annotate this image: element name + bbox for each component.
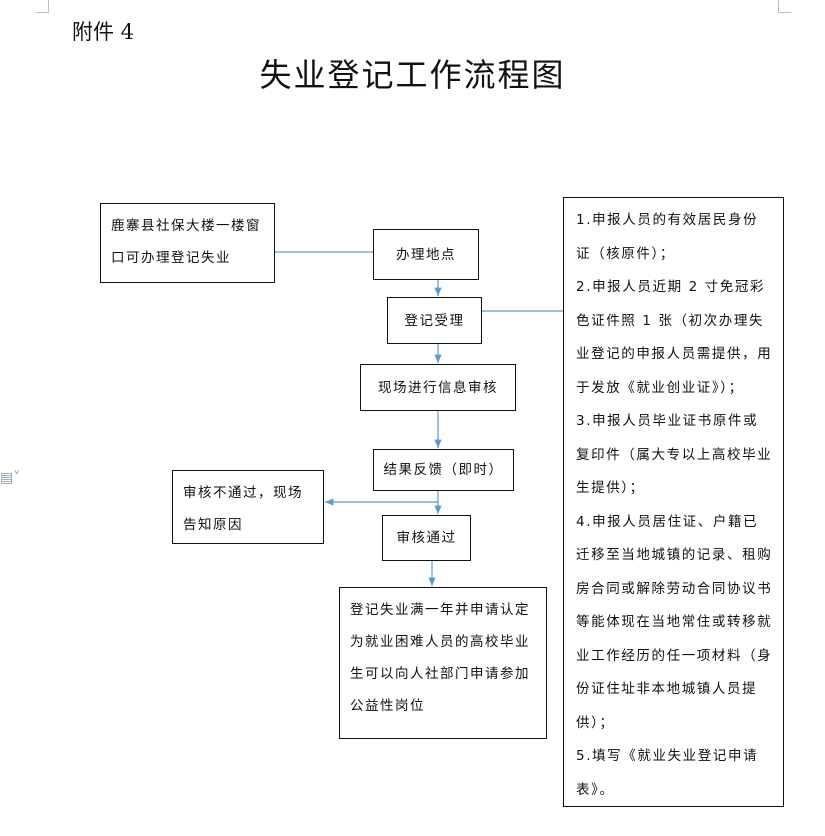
step-feedback-box: 结果反馈（即时） <box>373 449 514 491</box>
document-margin-icon[interactable]: ▤˅ <box>0 470 21 486</box>
step-fail-text: 审核不通过，现场告知原因 <box>183 485 303 533</box>
requirements-box: 1.申报人员的有效居民身份证（核原件）； 2.申报人员近期 2 寸免冠彩色证件照… <box>563 197 784 807</box>
step-accept-text: 登记受理 <box>404 312 465 329</box>
attachment-label: 附件 4 <box>72 20 135 44</box>
page-corner-mark-right <box>778 0 791 13</box>
step-pass-text: 审核通过 <box>396 530 457 546</box>
step-fail-box: 审核不通过，现场告知原因 <box>172 470 324 544</box>
step-location-text: 办理地点 <box>396 246 456 263</box>
requirement-item-5: 5.填写《就业失业登记申请表》。 <box>576 748 759 798</box>
requirement-item-3: 3.申报人员毕业证书原件或复印件（属大专以上高校毕业生提供）； <box>576 413 773 496</box>
requirement-item-1: 1.申报人员的有效居民身份证（核原件）； <box>576 212 759 262</box>
step-pass-box: 审核通过 <box>382 515 471 561</box>
location-note-text: 鹿寨县社保大楼一楼窗口可办理登记失业 <box>111 218 261 266</box>
location-note-box: 鹿寨县社保大楼一楼窗口可办理登记失业 <box>100 203 275 283</box>
step-graduate-text: 登记失业满一年并申请认定为就业困难人员的高校毕业生可以向人社部门申请参加公益性岗… <box>350 602 530 714</box>
page-corner-mark-left <box>36 0 49 13</box>
step-accept-box: 登记受理 <box>387 297 482 344</box>
step-review-box: 现场进行信息审核 <box>360 364 516 411</box>
step-location-box: 办理地点 <box>373 229 479 280</box>
step-feedback-text: 结果反馈（即时） <box>383 462 504 478</box>
requirement-item-4: 4.申报人员居住证、户籍已迁移至当地城镇的记录、租购房合同或解除劳动合同协议书等… <box>576 513 773 731</box>
page-title: 失业登记工作流程图 <box>259 56 566 94</box>
step-review-text: 现场进行信息审核 <box>378 379 498 396</box>
requirement-item-2: 2.申报人员近期 2 寸免冠彩色证件照 1 张（初次办理失业登记的申报人员需提供… <box>576 279 773 396</box>
step-graduate-box: 登记失业满一年并申请认定为就业困难人员的高校毕业生可以向人社部门申请参加公益性岗… <box>339 587 547 739</box>
